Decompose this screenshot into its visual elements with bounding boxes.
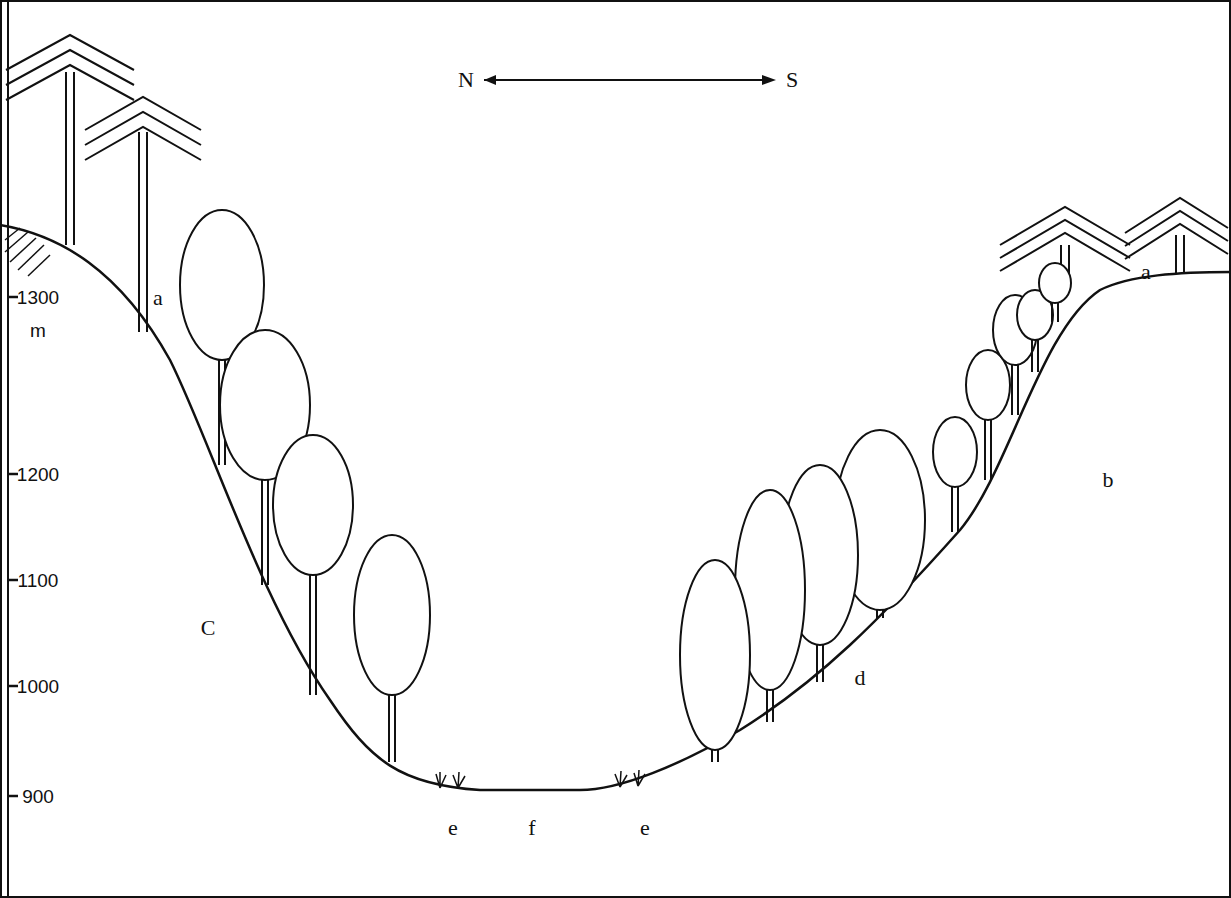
zone-letter: C bbox=[201, 617, 216, 639]
elevation-value: 1100 bbox=[18, 571, 59, 590]
compass-label: S bbox=[786, 69, 798, 91]
zone-letter: a bbox=[153, 287, 163, 309]
elevation-value: 1200 bbox=[17, 465, 59, 484]
zone-letter: e bbox=[640, 817, 650, 839]
zone-letter: d bbox=[855, 667, 866, 689]
elevation-value: 1000 bbox=[17, 677, 59, 696]
zone-letter: f bbox=[528, 817, 535, 839]
zone-letter: a bbox=[1141, 261, 1151, 283]
zone-letter: b bbox=[1103, 469, 1114, 491]
elevation-value: 900 bbox=[22, 787, 54, 806]
compass-label: N bbox=[458, 69, 474, 91]
elevation-value: 1300 bbox=[17, 288, 59, 307]
zone-letter: e bbox=[448, 817, 458, 839]
axis-unit: m bbox=[30, 321, 46, 340]
